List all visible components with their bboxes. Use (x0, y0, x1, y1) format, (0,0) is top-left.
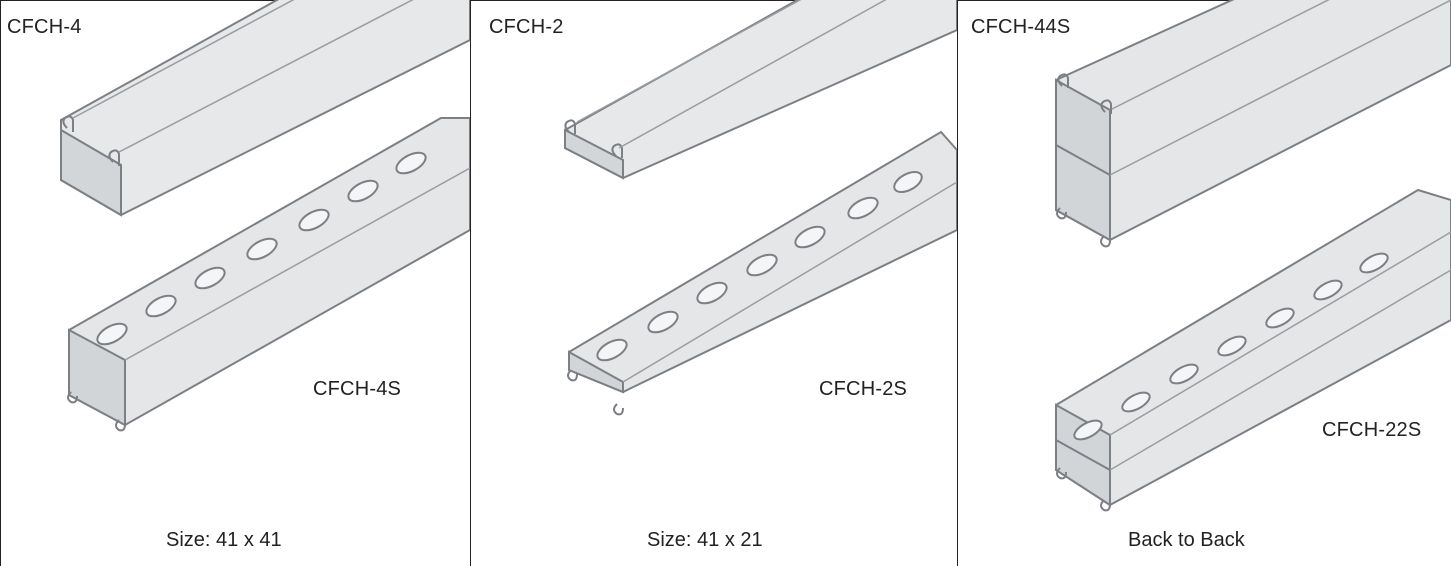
frame-top-border (0, 0, 1451, 1)
channel-cfch-2s (567, 130, 957, 416)
product-code-slotted: CFCH-4S (313, 378, 402, 400)
panel-cfch-4: CFCH-4 CFCH-4S Size: 41 x 41 (1, 0, 470, 566)
size-caption: Size: 41 x 41 (166, 529, 282, 551)
panel-divider (957, 0, 958, 566)
channel-cfch-2 (564, 0, 957, 180)
panel-divider (470, 0, 471, 566)
product-code-top: CFCH-2 (489, 16, 564, 38)
panel-cfch-2: CFCH-2 CFCH-2S Size: 41 x 21 (471, 0, 957, 566)
panel-back-to-back: CFCH-44S CFCH-22S Back to Back (958, 0, 1451, 566)
channel-cfch-44s (1055, 0, 1451, 248)
channel-cfch-4 (60, 0, 470, 217)
channel-illustration-back-to-back (1055, 0, 1451, 512)
channel-cfch-22s (1055, 188, 1451, 512)
channel-illustration-cfch-2 (564, 0, 957, 416)
channel-cfch-4s (67, 117, 470, 432)
size-caption: Size: 41 x 21 (647, 529, 763, 551)
product-code-slotted: CFCH-22S (1322, 419, 1422, 441)
channel-illustration-cfch-4 (60, 0, 470, 432)
product-code-top: CFCH-4 (7, 16, 82, 38)
frame-left-border (0, 0, 1, 566)
product-code-top: CFCH-44S (971, 16, 1071, 38)
arrangement-caption: Back to Back (1128, 529, 1245, 551)
product-code-slotted: CFCH-2S (819, 378, 908, 400)
